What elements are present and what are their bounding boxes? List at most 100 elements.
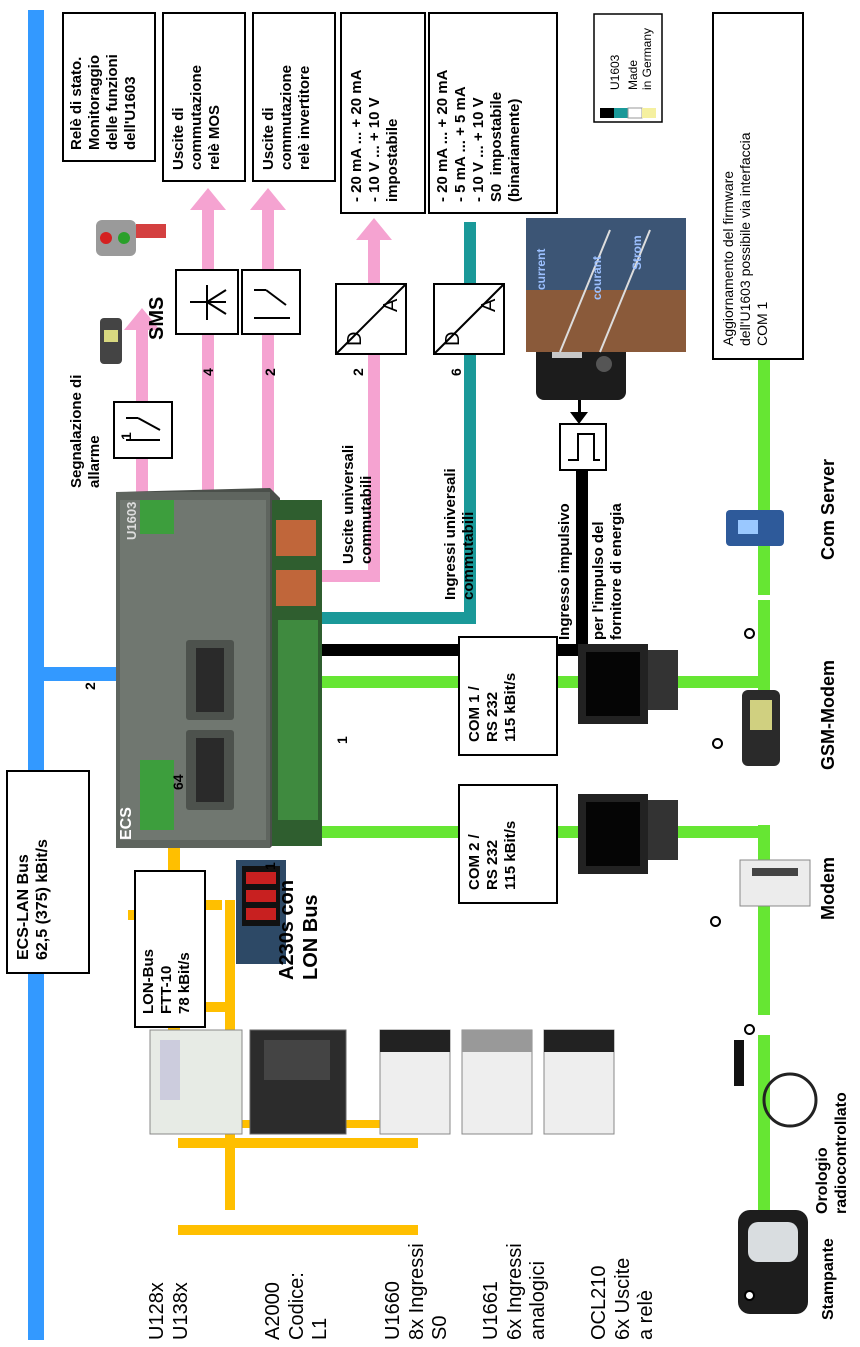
status-relay-box [62,12,156,162]
com-server-device [726,510,784,546]
outputs-line-h [318,570,380,582]
gsm-modem-label: GSM-Modem [818,660,838,770]
com-server-label: Com Server [818,458,838,560]
com1-count: 1 [334,736,350,744]
mos-line [202,210,214,492]
firmware-text: Aggiornamento del firmware dell'U1603 po… [720,132,770,346]
com1-label: COM 1 / RS 232 115 kBit/s [466,672,519,742]
photo-word-current: current [534,248,548,290]
u1603-brand-label: ECS [118,807,135,840]
mos-arrow-head [190,188,226,210]
printer-label: Stampante [820,1238,837,1320]
green-bottom-1 [758,825,770,1015]
status-relay-text: Relè di stato. Monitoraggio delle funzio… [68,54,139,150]
analog-output-text: - 20 mA ... + 20 mA - 10 V ... + 10 V im… [348,69,401,202]
device-label-u128x: U128x U138x [146,1282,192,1340]
pulse-symbol [559,423,607,471]
com2-label: COM 2 / RS 232 115 kBit/s [466,820,519,890]
pulse-meter-link [578,398,581,418]
device-label-u1660: U1660 8x Ingressi S0 [382,1243,452,1340]
u1661-device [461,1029,533,1135]
mos-output-text: Uscite di commutazione relè MOS [170,64,223,170]
inverter-relay-symbol [241,269,301,335]
computer-com1 [578,644,678,724]
universal-inputs-label: Ingressi universali commutabili [442,468,477,600]
device-label-u1661: U1661 6x Ingressi analogici [480,1243,550,1340]
a230s-label: A230s con LON Bus [276,879,322,980]
inverter-line [262,210,274,492]
power-line-photo [526,218,686,353]
analog-input-box [428,12,558,214]
ecs-lan-bus-box [6,770,90,974]
ecs-lan-bus-line [28,10,44,1340]
com1-box [458,636,558,756]
mos-relay-symbol [175,269,239,335]
device-label-a2000: A2000 Codice: L1 [262,1272,332,1340]
sms-label: SMS [146,296,168,340]
da-outputs-a: A [380,298,402,312]
lon-chain-2 [178,1225,418,1235]
connector-o-printer [744,1290,755,1301]
lon-bus-box [134,870,206,1028]
sms-phone-icon [100,318,122,364]
green-bottom-2 [758,1035,770,1235]
gsm-modem-device [742,690,780,766]
inverter-arrow-head [250,188,286,210]
alarm-arrow-head [124,308,160,330]
universal-inputs-count: 6 [448,368,464,376]
photo-word-courant: courant [590,255,604,300]
da-inputs-a: A [478,298,500,312]
ecs-lan-bus-count: 2 [82,682,98,690]
analog-output-box [340,12,426,214]
inverter-output-text: Uscite di commutazione relè invertitore [260,64,313,170]
alarm-relay-symbol [113,401,173,459]
connector-o-gsm [712,738,723,749]
traffic-light-icon [96,220,166,256]
u1603-device [116,488,322,848]
com1-to-gsm [660,676,770,688]
lon-bus-count: 64 [170,774,186,790]
connector-o-server [744,628,755,639]
made-in-germany-badge [593,13,663,123]
da-converter-outputs [335,283,407,355]
ecs-lan-bus-branch [44,667,124,681]
lon-chain-1 [178,1138,418,1148]
com2-box [458,784,558,904]
photo-word-strom: Strom [630,235,644,270]
connector-o-clock [744,1024,755,1035]
u1660-device [379,1029,451,1135]
ecs-lan-bus-label: ECS-LAN Bus 62,5 (375) kBit/s [15,839,52,960]
connector-o-modem [710,916,721,927]
pulse-meter-arrow [570,412,588,424]
made-in-text: Made in Germany [626,27,655,90]
alarm-label: Segnalazione di allarme [68,374,103,488]
com2-count: 1 [262,862,278,870]
com2-to-modem [660,826,770,838]
inputs-line-h [320,612,476,624]
modem-device [739,859,811,907]
u1603-model-label: U1603 [124,501,139,540]
outputs-arrow-head [356,218,392,240]
analog-input-text: - 20 mA ... + 20 mA - 5 mA ... + 5 mA - … [434,69,523,202]
device-label-ocl210: OCL210 6x Uscite a relè [588,1257,658,1340]
lon-bus-label: LON-Bus FTT-10 78 kBit/s [140,949,193,1014]
u128x-device [149,1029,243,1135]
modem-label: Modem [818,857,838,920]
alarm-count: 1 [118,432,134,440]
da-outputs-d: D [344,331,366,346]
a230s-device [236,860,286,964]
green-firmware [758,360,770,595]
pulse-input-label: Ingresso impulsivo [556,503,573,640]
da-converter-inputs [433,283,505,355]
radio-clock-device [734,1040,818,1128]
mos-output-box [162,12,246,182]
firmware-box [712,12,804,360]
computer-com2 [578,794,678,874]
a2000-device [249,1029,347,1135]
pulse-input-sublabel: per l'impulso del fornitore di energia [590,503,625,640]
made-in-model: U1603 [608,54,622,90]
printer-device [738,1210,808,1314]
inverter-count: 2 [262,368,278,376]
